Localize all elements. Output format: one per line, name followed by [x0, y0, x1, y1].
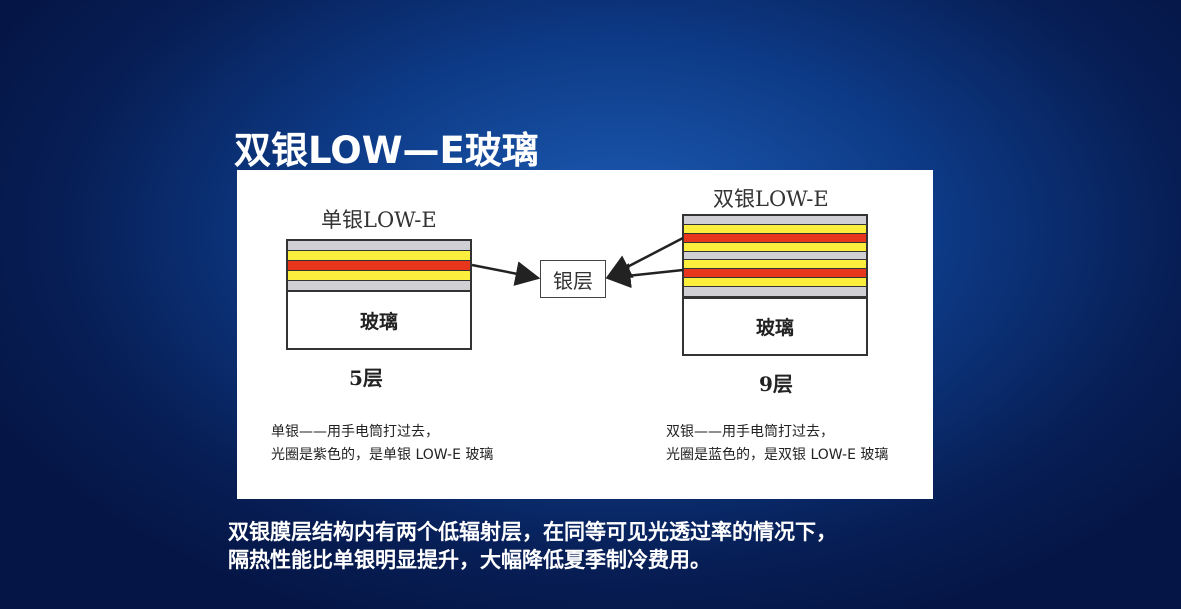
- caption-line: 光圈是紫色的，是单银 LOW-E 玻璃: [271, 447, 494, 463]
- gray-coating-layer: [684, 216, 866, 225]
- caption-line: 双银——用手电筒打过去，: [666, 424, 834, 440]
- double-glass: 玻璃: [682, 297, 868, 356]
- double-silver-coating-stack: [682, 214, 868, 299]
- yellow-coating-layer: [684, 260, 866, 270]
- yellow-coating-layer: [684, 278, 866, 288]
- arrow-single: [471, 261, 541, 286]
- gray-coating-layer: [288, 241, 470, 251]
- slide-title: 双银LOW—E玻璃: [234, 129, 539, 172]
- silver-layer-box: 银层: [540, 260, 606, 298]
- single-silver-label: 单银LOW-E: [321, 208, 437, 232]
- single-glass: 玻璃: [286, 290, 472, 350]
- single-caption: 单银——用手电筒打过去， 光圈是紫色的，是单银 LOW-E 玻璃: [271, 421, 493, 467]
- yellow-coating-layer: [684, 242, 866, 252]
- summary-line: 隔热性能比单银明显提升，大幅降低夏季制冷费用。: [228, 548, 711, 572]
- diagram-panel: 单银LOW-E 双银LOW-E 玻璃 玻璃 银层 5层 9层 单银——用手电筒打…: [237, 170, 933, 499]
- summary-line: 双银膜层结构内有两个低辐射层，在同等可见光透过率的情况下，: [228, 520, 837, 544]
- caption-line: 光圈是蓝色的，是双银 LOW-E 玻璃: [666, 447, 889, 463]
- red-coating-layer: [684, 269, 866, 279]
- gray-coating-layer: [684, 287, 866, 297]
- single-layer-count: 5层: [349, 366, 383, 390]
- double-silver-label: 双银LOW-E: [713, 187, 829, 211]
- red-coating-layer: [684, 233, 866, 243]
- yellow-coating-layer: [288, 271, 470, 281]
- red-coating-layer: [288, 261, 470, 271]
- yellow-coating-layer: [684, 224, 866, 234]
- arrow-double-bottom: [605, 263, 684, 289]
- yellow-coating-layer: [288, 251, 470, 261]
- gray-coating-layer: [288, 281, 470, 291]
- double-caption: 双银——用手电筒打过去， 光圈是蓝色的，是双银 LOW-E 玻璃: [666, 421, 888, 467]
- summary-text: 双银膜层结构内有两个低辐射层，在同等可见光透过率的情况下， 隔热性能比单银明显提…: [228, 518, 837, 574]
- gray-coating-layer: [684, 251, 866, 261]
- arrows: [471, 236, 684, 289]
- double-layer-count: 9层: [759, 372, 793, 396]
- caption-line: 单银——用手电筒打过去，: [271, 424, 439, 440]
